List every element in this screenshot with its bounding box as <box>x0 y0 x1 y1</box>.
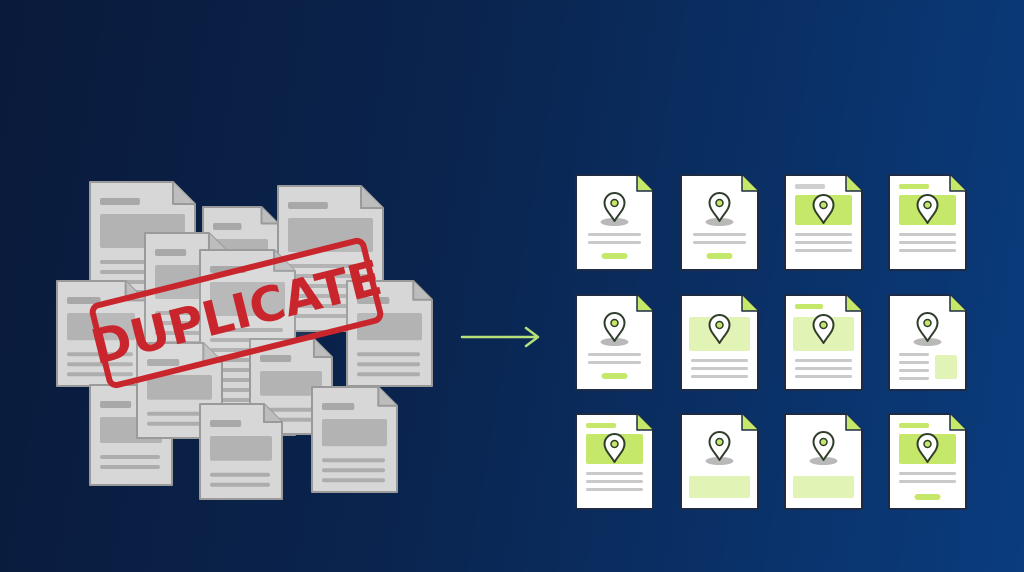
duplicate-page <box>56 280 146 387</box>
unique-page <box>784 294 863 391</box>
unique-page <box>680 413 759 510</box>
duplicate-page <box>311 386 398 493</box>
unique-page <box>784 413 863 510</box>
unique-page <box>680 174 759 271</box>
transform-arrow-icon <box>460 326 540 348</box>
unique-page <box>575 413 654 510</box>
duplicate-page <box>346 280 433 387</box>
unique-page <box>784 174 863 271</box>
duplicate-page <box>199 403 283 500</box>
unique-page <box>575 294 654 391</box>
unique-page <box>888 294 967 391</box>
unique-page <box>680 294 759 391</box>
unique-page <box>575 174 654 271</box>
unique-page <box>888 174 967 271</box>
unique-page <box>888 413 967 510</box>
